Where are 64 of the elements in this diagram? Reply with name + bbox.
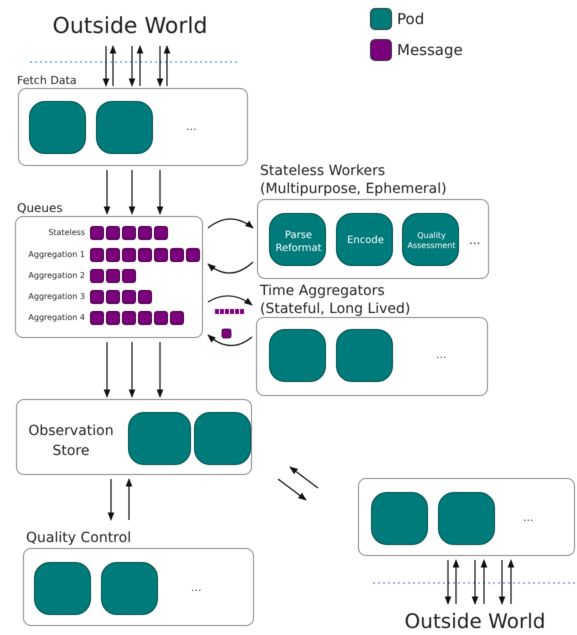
arrow — [110, 45, 116, 86]
pod-box — [29, 101, 86, 154]
arrow — [508, 559, 514, 604]
pod-box — [269, 329, 326, 382]
arrow — [472, 560, 478, 605]
pod-box — [336, 329, 393, 382]
queue-label: Aggregation 2 — [27, 270, 85, 282]
external-label: Outside World — [404, 608, 546, 635]
pod-box — [269, 213, 326, 266]
pod-box — [336, 213, 393, 266]
arrow — [289, 466, 318, 488]
pod-label: Quality Assessment — [406, 231, 456, 251]
arrow — [207, 262, 254, 274]
arrow — [498, 560, 506, 605]
queue-label: Stateless — [47, 227, 85, 239]
legend-label: Message — [397, 40, 463, 60]
pod-box — [438, 492, 495, 545]
ellipsis: ... — [191, 580, 202, 596]
arrow — [102, 46, 110, 87]
pod-box — [96, 101, 153, 154]
ellipsis: ... — [469, 232, 482, 249]
arrow — [128, 46, 136, 87]
ellipsis: ... — [523, 510, 534, 526]
arrow — [128, 342, 136, 398]
arrow — [444, 560, 452, 605]
arrow — [452, 559, 460, 604]
arrow — [208, 218, 254, 228]
external-label: Outside World — [52, 13, 208, 41]
panel-title: Observation Store — [27, 422, 115, 461]
pod-box — [402, 213, 459, 266]
arrow — [208, 295, 253, 306]
legend-label: Pod — [397, 9, 424, 30]
pod-box — [371, 492, 428, 545]
arrow — [128, 170, 136, 215]
queue-label: Aggregation 1 — [27, 249, 85, 261]
pod-box — [101, 562, 158, 615]
arrow — [108, 479, 114, 521]
arrow — [156, 170, 164, 215]
panel-title: Fetch Data — [17, 73, 78, 89]
pod-box — [34, 562, 91, 615]
arrow — [480, 559, 488, 604]
pod-box — [194, 412, 251, 465]
arrow — [156, 342, 164, 398]
arrow — [104, 170, 110, 215]
panel-title: Stateless Workers (Multipurpose, Ephemeral) — [260, 162, 448, 198]
group-panel — [16, 399, 252, 475]
arrow — [136, 45, 144, 86]
group-panel — [358, 478, 575, 556]
panel-title: Time Aggregators (Stateful, Long Lived) — [260, 282, 412, 318]
panel-title: Quality Control — [26, 529, 132, 548]
ellipsis: ... — [186, 119, 198, 135]
queue-label: Aggregation 4 — [27, 312, 85, 324]
queue-label: Aggregation 3 — [27, 291, 85, 303]
ellipsis: ... — [436, 347, 448, 363]
pod-box — [128, 412, 191, 465]
arrow — [156, 46, 164, 87]
arrow — [207, 334, 252, 346]
pod-label: Encode — [346, 235, 385, 248]
pod-label: Parse Reformat — [274, 230, 322, 255]
arrow — [126, 478, 132, 520]
arrow — [278, 478, 307, 500]
arrow — [104, 342, 110, 398]
panel-title: Queues — [17, 200, 64, 217]
arrow — [164, 45, 170, 86]
